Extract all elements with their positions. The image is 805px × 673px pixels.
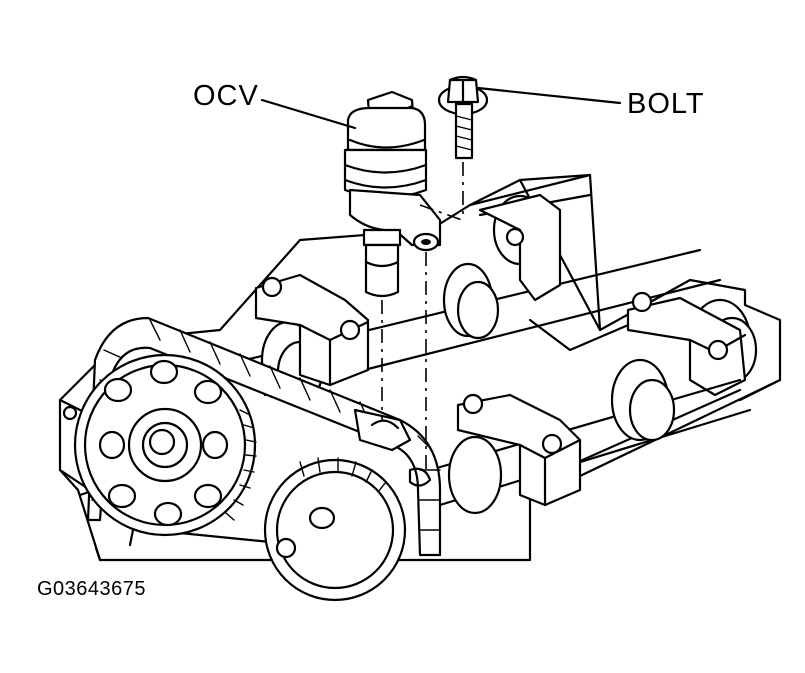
bearing-cap-rear-3 (626, 291, 747, 397)
camshaft-sprocket (73, 353, 257, 537)
ocv-mounting-boss (353, 408, 432, 487)
ocv-valve (343, 90, 442, 298)
vvt-sprocket (263, 457, 407, 602)
bearing-cap-rear-1 (254, 273, 370, 387)
label-ocv: OCV (193, 80, 259, 112)
figure-code: G03643675 (37, 578, 147, 600)
bearing-cap-rear-2 (478, 193, 562, 302)
bolt (437, 75, 489, 160)
label-bolt: BOLT (627, 88, 705, 120)
front-camshaft (428, 358, 752, 515)
alignment-lines (381, 162, 464, 470)
bearing-cap-front (456, 393, 582, 507)
leader-lines (260, 86, 622, 130)
